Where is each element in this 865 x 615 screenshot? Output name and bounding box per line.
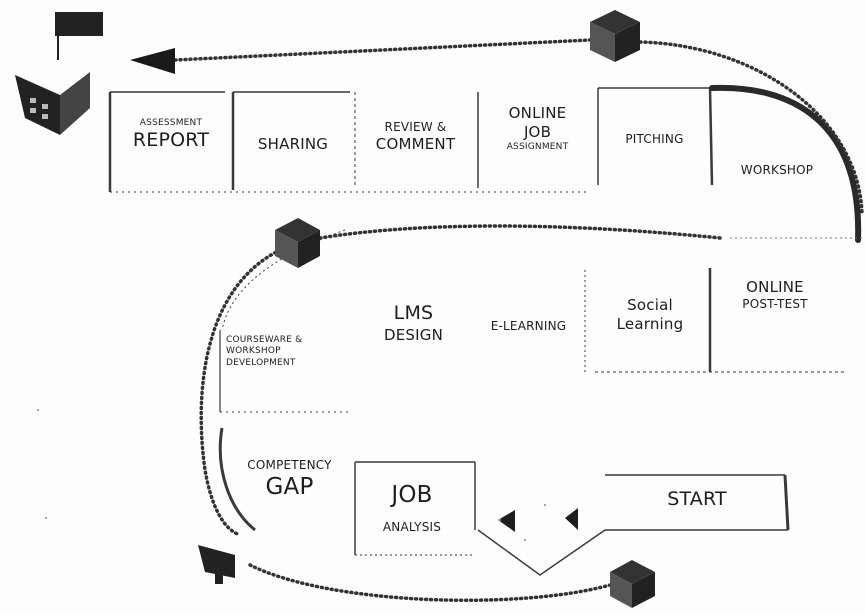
online-job-line3: ASSIGNMENT xyxy=(506,141,569,152)
review-comment-line1: REVIEW & xyxy=(384,120,447,134)
competency-gap-line2: GAP xyxy=(265,474,314,500)
courseware-line2: WORKSHOP xyxy=(226,346,281,357)
sharing-step: SHARING xyxy=(257,135,329,153)
cube-icon-bottom xyxy=(610,560,655,608)
job-analysis-step: JOB ANALYSIS xyxy=(356,481,468,535)
lms-design-line2: DESIGN xyxy=(383,325,444,344)
building-icon xyxy=(15,72,90,135)
competency-gap-line1: COMPETENCY xyxy=(247,458,332,472)
lms-design-line1: LMS xyxy=(393,302,434,324)
arrow-left-icon-2 xyxy=(565,508,578,530)
row1-frame xyxy=(108,87,714,193)
cube-icon-top xyxy=(590,10,640,62)
online-post-test-line1: ONLINE xyxy=(746,278,804,296)
arrow-head-left-icon xyxy=(130,48,175,74)
online-post-test-line2: POST-TEST xyxy=(742,296,808,311)
arrow-left-icon xyxy=(498,510,515,532)
social-learning-step: Social Learning xyxy=(595,296,705,334)
workshop-step: WORKSHOP xyxy=(740,163,814,177)
start-step: START xyxy=(667,488,727,510)
job-analysis-line1: JOB xyxy=(391,482,433,508)
scan-specks xyxy=(37,409,546,541)
courseware-line3: DEVELOPMENT xyxy=(226,357,296,368)
pitching-step: PITCHING xyxy=(625,132,684,146)
online-post-test-step: ONLINE POST-TEST xyxy=(715,278,835,312)
row3-frame xyxy=(218,427,790,576)
competency-gap-step: COMPETENCY GAP xyxy=(232,458,347,502)
assessment-report-line2: REPORT xyxy=(132,129,210,152)
dotted-progress-path xyxy=(173,38,864,603)
social-learning-line2: Learning xyxy=(616,314,684,333)
assessment-report-step: ASSESSMENT REPORT xyxy=(116,118,226,153)
job-analysis-line2: ANALYSIS xyxy=(382,519,442,534)
social-learning-line1: Social xyxy=(627,296,673,314)
flag-icon xyxy=(55,12,103,60)
online-job-assignment-step: ONLINE JOB ASSIGNMENT xyxy=(480,104,595,153)
online-job-line2: JOB xyxy=(523,122,552,141)
right-turn-curve xyxy=(709,84,862,243)
cube-icon-middle xyxy=(275,218,320,268)
online-job-line1: ONLINE xyxy=(508,104,567,122)
courseware-line1: COURSEWARE & xyxy=(226,335,303,345)
megaphone-icon xyxy=(198,545,235,584)
lms-design-step: LMS DESIGN xyxy=(356,302,471,345)
courseware-step: COURSEWARE & WORKSHOP DEVELOPMENT xyxy=(226,335,338,369)
review-comment-step: REVIEW & COMMENT xyxy=(358,120,473,154)
review-comment-line2: COMMENT xyxy=(375,135,456,153)
assessment-report-line1: ASSESSMENT xyxy=(139,118,203,128)
elearning-step: E-LEARNING xyxy=(490,319,567,333)
